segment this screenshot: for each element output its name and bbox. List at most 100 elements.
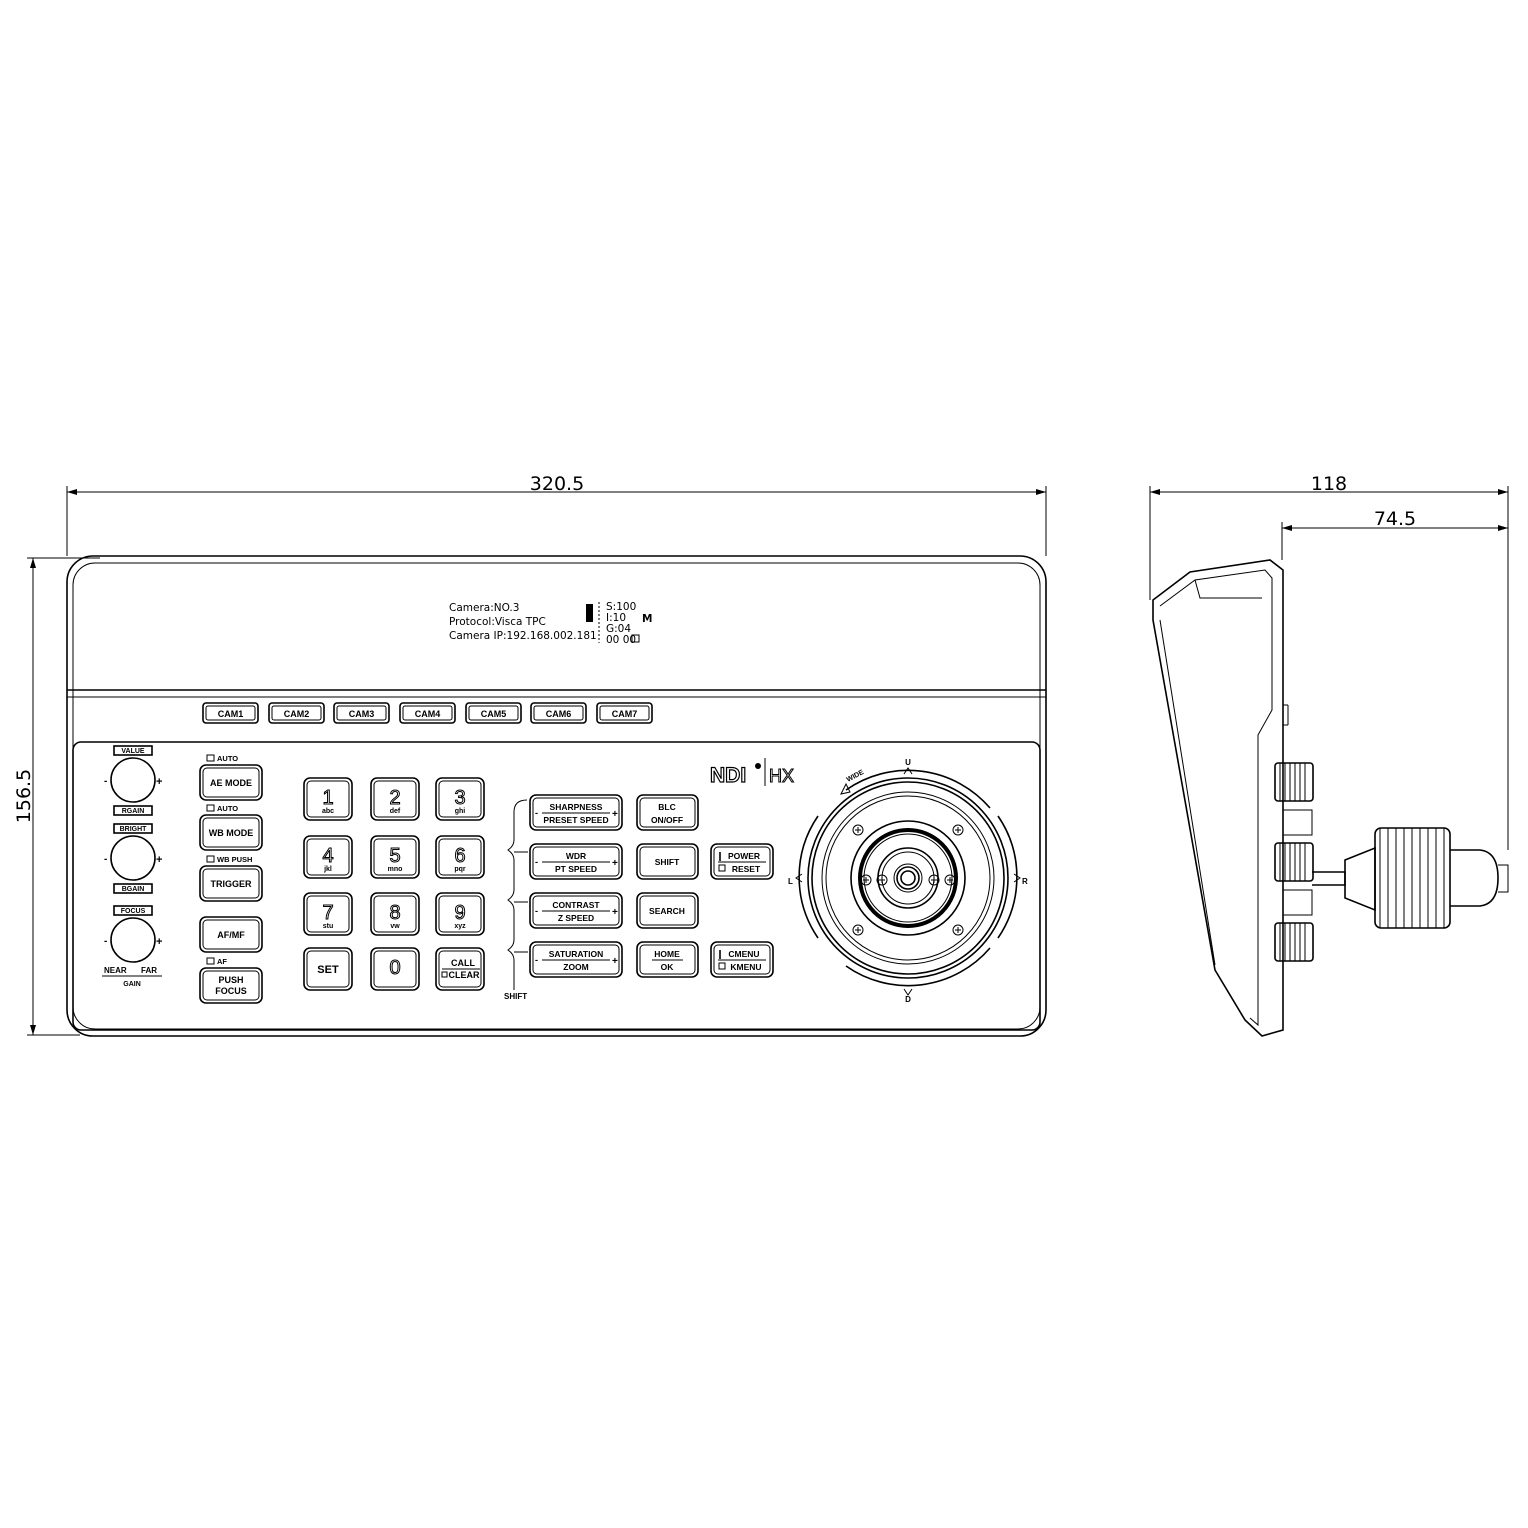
- counter-value: 00 00: [606, 634, 636, 646]
- key-sub-label: stu: [323, 923, 334, 930]
- shutter-value: S:100: [606, 601, 636, 613]
- down-arrow-icon: [903, 988, 913, 996]
- mode-button-af-mf[interactable]: AF/MF: [199, 916, 263, 953]
- cam-button-5[interactable]: CAM5: [465, 702, 522, 724]
- side-knob-1: [1274, 762, 1314, 802]
- mode-button-ae-mode[interactable]: AE MODE: [199, 764, 263, 801]
- function-bottom-label: PT SPEED: [555, 864, 597, 874]
- key-digit: 8: [389, 902, 400, 924]
- joystick-right-label: R: [1022, 877, 1028, 886]
- ndi-logo-text: NDI: [710, 764, 746, 787]
- minus-icon: -: [535, 857, 538, 867]
- mode-button-label: AF/MF: [217, 930, 245, 940]
- mode-button-trigger[interactable]: TRIGGER: [199, 865, 263, 902]
- button-bottom-label: KMENU: [730, 962, 761, 972]
- square-icon: [718, 864, 726, 872]
- side-knob-2: [1274, 842, 1314, 882]
- knob-bottom-label: RGAIN: [122, 808, 145, 815]
- indicator-label: AUTO: [217, 754, 238, 763]
- key-digit: 5: [389, 845, 400, 867]
- mode-button-wb-mode[interactable]: WB MODE: [199, 814, 263, 851]
- keypad-key-0[interactable]: 0: [370, 947, 420, 991]
- indicator-label: AUTO: [217, 804, 238, 813]
- button-label: SHIFT: [655, 857, 680, 867]
- joystick-up-label: U: [905, 758, 911, 767]
- button-bottom-label: RESET: [732, 864, 761, 874]
- cam-button-label: CAM7: [612, 709, 638, 719]
- joystick-wide-label: WIDE: [846, 769, 866, 784]
- mode-button-label: WB MODE: [209, 828, 254, 838]
- knob-plus-label: +: [156, 854, 162, 866]
- far-label: FAR: [141, 966, 157, 975]
- knob-1[interactable]: VALUE-+RGAIN: [104, 745, 162, 816]
- cam-button-label: CAM1: [218, 709, 244, 719]
- cam-button-label: CAM2: [284, 709, 310, 719]
- button-label: SEARCH: [649, 906, 685, 916]
- key-label: CALL: [451, 958, 475, 968]
- shift-bracket-label: SHIFT: [504, 992, 527, 1001]
- plus-icon: +: [612, 858, 618, 869]
- minus-icon: -: [535, 906, 538, 916]
- cam-button-2[interactable]: CAM2: [268, 702, 325, 724]
- cam-button-1[interactable]: CAM1: [202, 702, 259, 724]
- keypad-key-set[interactable]: SET: [303, 947, 353, 991]
- key-sub-label: ghi: [455, 808, 466, 815]
- cam-button-label: CAM3: [349, 709, 375, 719]
- indicator-led-icon: [206, 804, 215, 812]
- key-digit: 2: [389, 787, 400, 809]
- button-search[interactable]: SEARCH: [636, 892, 699, 929]
- cam-button-6[interactable]: CAM6: [530, 702, 587, 724]
- cam-button-label: CAM4: [415, 709, 441, 719]
- knob-minus-label: -: [104, 854, 107, 865]
- cam-button-7[interactable]: CAM7: [596, 702, 653, 724]
- iris-value: I:10: [606, 612, 626, 624]
- knob-dial[interactable]: [110, 917, 156, 963]
- width-label: 320.5: [530, 473, 584, 495]
- cam-button-3[interactable]: CAM3: [333, 702, 390, 724]
- joystick[interactable]: U D L R WIDE: [788, 758, 1028, 1004]
- key-digit: 9: [454, 902, 465, 924]
- button-shift[interactable]: SHIFT: [636, 843, 699, 880]
- function-bottom-label: Z SPEED: [558, 913, 594, 923]
- side-knob-3: [1274, 922, 1314, 962]
- square-icon: [441, 971, 448, 978]
- keypad-key-8[interactable]: 8vw: [370, 892, 420, 936]
- key-sub-label: jkl: [323, 866, 332, 873]
- ndi-hx-logo: NDI HX: [709, 758, 795, 788]
- button-cmenu[interactable]: CMENU KMENU: [710, 941, 774, 978]
- knob-plus-label: +: [156, 776, 162, 788]
- camera-ip: Camera IP:192.168.002.181: [449, 630, 597, 642]
- function-bottom-label: PRESET SPEED: [543, 815, 608, 825]
- knob-dial[interactable]: [110, 757, 156, 803]
- button-top-label: CMENU: [728, 949, 759, 959]
- indicator-led-icon: [206, 754, 215, 762]
- knob-dial[interactable]: [110, 835, 156, 881]
- width-dimension: 320.5: [66, 473, 1047, 556]
- minus-icon: -: [535, 808, 538, 818]
- key-digit: 7: [322, 902, 333, 924]
- knob-2[interactable]: BRIGHT-+BGAIN: [104, 823, 162, 894]
- right-arrow-icon: [1013, 873, 1021, 883]
- cam-button-4[interactable]: CAM4: [399, 702, 456, 724]
